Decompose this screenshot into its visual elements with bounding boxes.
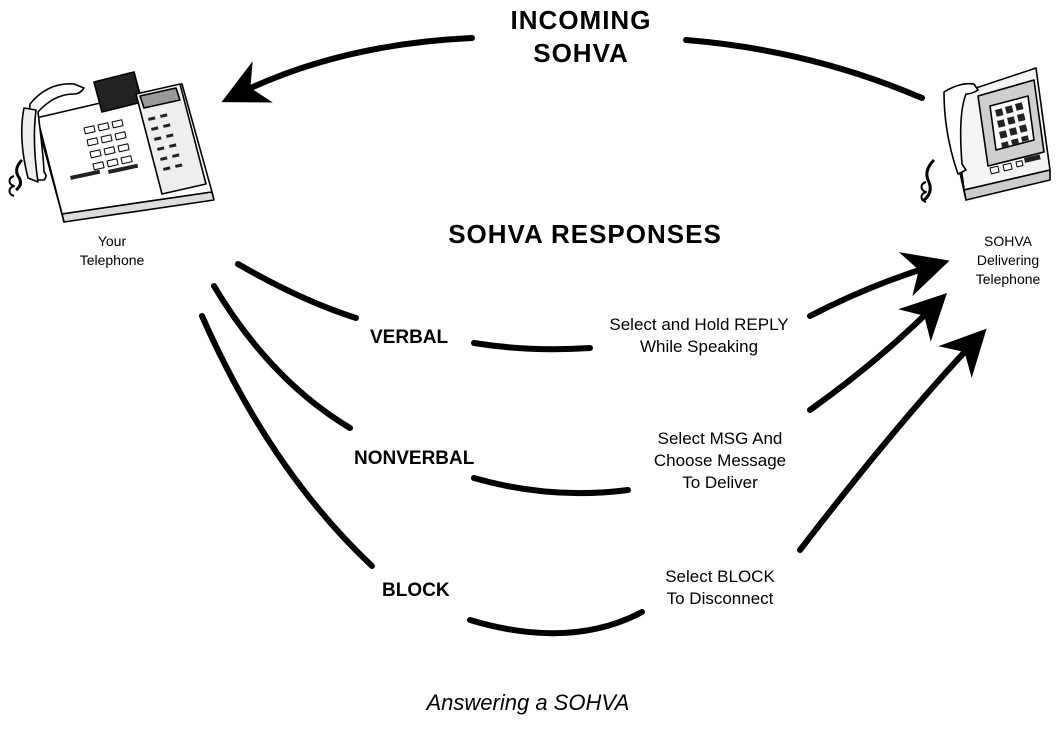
verbal-arrow-middle-segment: [471, 340, 593, 353]
incoming-arrow-left-segment: [221, 35, 475, 103]
delivering-telephone-label-line2: Delivering: [976, 251, 1040, 268]
response-verbal-label: VERBAL: [370, 327, 449, 348]
verbal-instruction-line2: While Speaking: [639, 337, 759, 357]
delivering-telephone-icon: [920, 67, 1051, 203]
nonverbal-instruction: Select MSG And Choose Message To Deliver: [628, 428, 812, 494]
delivering-telephone-label: SOHVA Delivering Telephone: [960, 232, 1056, 289]
block-instruction-line2: To Disconnect: [666, 589, 774, 609]
response-block-label: BLOCK: [382, 580, 450, 601]
block-instruction: Select BLOCK To Disconnect: [640, 566, 800, 610]
sohva-responses-heading: SOHVA RESPONSES: [448, 219, 722, 249]
delivering-telephone-label-line3: Telephone: [975, 270, 1041, 287]
your-telephone-label: Your Telephone: [52, 232, 172, 270]
nonverbal-arrow-middle-segment: [471, 475, 631, 497]
nonverbal-instruction-line1: Select MSG And: [657, 429, 783, 448]
incoming-sohva-title: INCOMING SOHVA: [478, 4, 684, 69]
verbal-arrow-left-segment: [235, 261, 359, 321]
your-telephone-label-line1: Your: [97, 233, 127, 249]
incoming-sohva-title-line1: INCOMING: [510, 5, 652, 35]
nonverbal-arrow-right-segment: [807, 292, 948, 413]
nonverbal-instruction-line2: Choose Message: [653, 451, 787, 471]
incoming-sohva-title-line2: SOHVA: [533, 37, 629, 68]
response-nonverbal-label: NONVERBAL: [354, 448, 475, 469]
nonverbal-arrow-left-segment: [211, 283, 353, 431]
verbal-instruction: Select and Hold REPLY While Speaking: [590, 314, 808, 358]
figure-caption: Answering a SOHVA: [426, 690, 630, 715]
incoming-arrow-right-segment: [683, 37, 925, 101]
block-instruction-line1: Select BLOCK: [665, 567, 775, 586]
block-arrow-left-segment: [199, 313, 375, 569]
your-telephone-icon: [8, 71, 215, 223]
nonverbal-instruction-line3: To Deliver: [682, 473, 758, 493]
verbal-arrow-right-segment: [807, 252, 950, 319]
block-arrow-middle-segment: [467, 609, 645, 637]
delivering-telephone-label-line1: SOHVA: [984, 233, 1032, 249]
your-telephone-label-line2: Telephone: [79, 251, 145, 268]
block-arrow-right-segment: [797, 328, 987, 553]
verbal-instruction-line1: Select and Hold REPLY: [609, 315, 789, 334]
